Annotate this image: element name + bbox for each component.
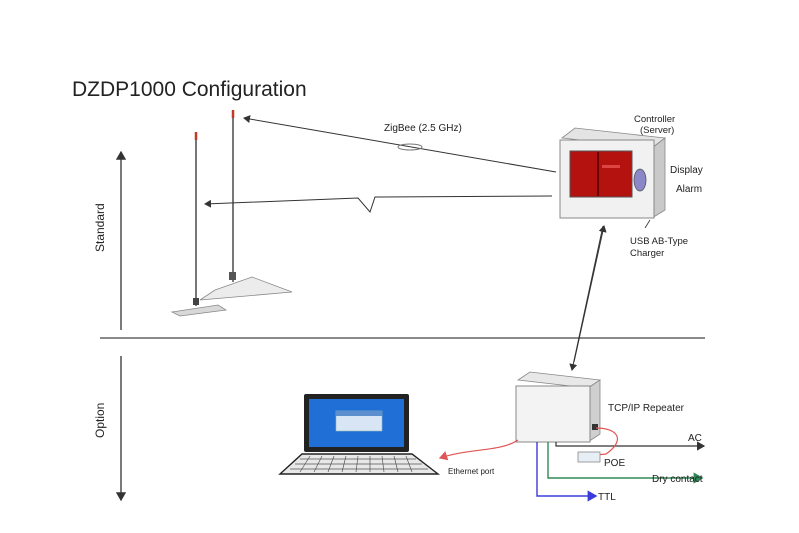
controller-device — [559, 127, 667, 219]
poe-cable — [585, 427, 619, 457]
diagram-title: DZDP1000 Configuration — [72, 78, 307, 101]
sensor-pole-left — [170, 132, 228, 317]
laptop-keyboard — [290, 455, 428, 473]
section-label-standard: Standard — [93, 203, 107, 252]
ttl-line — [536, 442, 598, 502]
controller-label-line2: (Server) — [640, 125, 674, 136]
usb-label-line2: Charger — [630, 248, 664, 259]
ac-line — [555, 441, 706, 451]
ethernet-cable — [438, 439, 519, 461]
usb-label-line1: USB AB-Type — [630, 236, 688, 247]
tcpip-repeater-device — [515, 371, 602, 443]
dry-contact-line — [547, 442, 704, 484]
port-label-ac: AC — [688, 433, 702, 444]
controller-label-line1: Controller — [634, 114, 675, 125]
controller-display-screen — [569, 150, 633, 198]
alarm-light — [633, 168, 647, 192]
port-label-dry-contact: Dry contact — [652, 474, 703, 485]
port-label-ttl: TTL — [598, 492, 616, 503]
sensor-pole-right — [199, 110, 293, 301]
repeater-label: TCP/IP Repeater — [608, 403, 685, 414]
controller-alarm-label: Alarm — [676, 184, 702, 195]
zigbee-link-lower — [204, 195, 553, 213]
zigbee-label: ZigBee (2.5 GHz) — [384, 123, 462, 134]
laptop — [278, 394, 441, 475]
section-label-option: Option — [93, 403, 107, 438]
poe-adapter — [577, 451, 601, 463]
controller-display-label: Display — [670, 165, 703, 176]
port-label-ethernet: Ethernet port — [448, 467, 495, 476]
controller-repeater-link-up — [573, 225, 607, 363]
usb-callout-line — [644, 219, 651, 229]
port-label-poe: POE — [604, 458, 625, 469]
